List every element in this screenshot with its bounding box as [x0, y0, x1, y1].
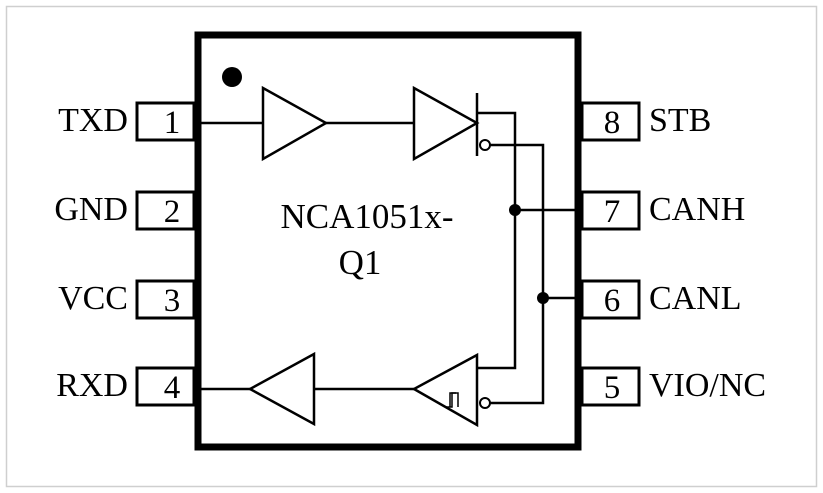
ic-body [194, 31, 582, 451]
pin-5-name: VIO/NC [649, 367, 766, 404]
tx-buffer-triangle [261, 85, 329, 162]
pin-7: 7 CANH [580, 190, 745, 231]
pin-6-name: CANL [649, 280, 742, 317]
pin-5: 5 VIO/NC [580, 366, 766, 407]
pin-5-number: 5 [604, 370, 621, 406]
junction-canl [537, 292, 549, 304]
pin-8-name: STB [649, 102, 711, 139]
wire-canh [477, 111, 517, 370]
chip-name-line2: Q1 [339, 243, 382, 282]
rx-receiver-triangle [411, 352, 479, 428]
pin-8-number: 8 [604, 105, 621, 141]
pin-2-name: GND [54, 191, 128, 228]
pin-4-name: RXD [56, 367, 128, 404]
pin-2: 2 GND [54, 190, 196, 231]
pin-6: 6 CANL [580, 279, 742, 320]
rx-receiver-inverting-bubble [479, 397, 491, 409]
pin-1-number: 1 [164, 105, 181, 141]
pin-3-name: VCC [58, 280, 128, 317]
pin-1-name: TXD [58, 102, 128, 139]
wire-canl [490, 143, 545, 405]
rx-buffer-triangle [247, 351, 316, 427]
pin-7-number: 7 [604, 194, 621, 230]
image-frame [5, 5, 818, 488]
pin-4: 4 RXD [56, 366, 196, 407]
chip-name-line1: NCA1051x- [280, 197, 453, 236]
junction-canh [509, 204, 521, 216]
tx-driver-inverting-bubble [479, 139, 491, 151]
pin-6-number: 6 [604, 283, 621, 319]
pin-7-name: CANH [649, 191, 745, 228]
schmitt-trigger-icon-2 [449, 392, 456, 407]
pin-1: 1 TXD [58, 101, 196, 142]
pin1-indicator-dot [222, 67, 242, 87]
pin-2-number: 2 [164, 194, 181, 230]
pin-8: 8 STB [580, 101, 711, 142]
tx-driver-triangle [412, 85, 480, 162]
pin-3: 3 VCC [58, 279, 196, 320]
pin-3-number: 3 [164, 283, 181, 319]
pin-4-number: 4 [164, 370, 181, 406]
